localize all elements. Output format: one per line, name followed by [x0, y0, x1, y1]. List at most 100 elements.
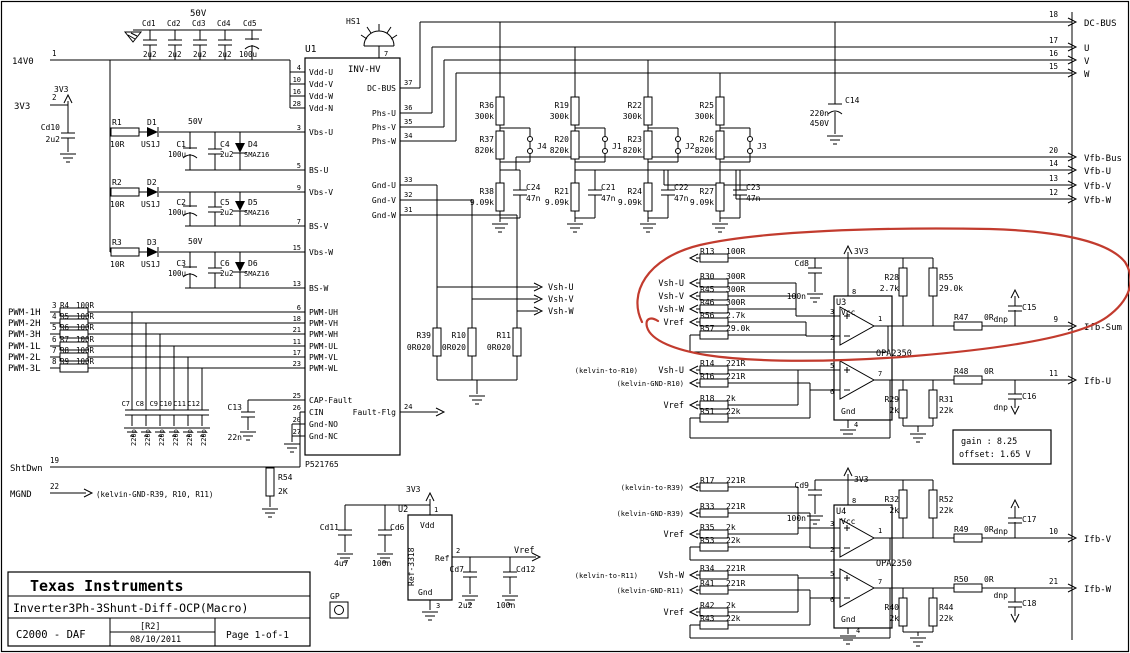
schematic-text: 100R: [76, 323, 95, 332]
cap-v-symbol: [512, 189, 528, 196]
schematic-text: R47: [954, 313, 969, 322]
schematic-text: 820k: [475, 146, 494, 155]
pin: 13: [1049, 174, 1058, 183]
pin: 33: [404, 176, 412, 184]
cap-v-symbol: [180, 409, 196, 416]
pin: 2: [456, 547, 460, 555]
schematic-text: Cd2: [167, 19, 181, 28]
schematic-text: DC-BUS: [367, 84, 396, 93]
res-v-symbol: [643, 130, 653, 160]
schematic-text: PWM-UL: [309, 342, 338, 351]
net-label: 3V3: [854, 247, 869, 256]
schematic-text: US1J: [141, 260, 160, 269]
schematic-text: R53: [700, 536, 715, 545]
schematic-text: R17: [700, 476, 715, 485]
pin: 26: [293, 404, 301, 412]
gnd-symbol: [839, 635, 857, 645]
schematic-text: P521765: [305, 460, 339, 469]
jmp-symbol: [675, 136, 681, 154]
net-label: Vref: [664, 530, 684, 540]
cap-v-symbol: [807, 489, 823, 496]
schematic-text: 22k: [726, 407, 741, 416]
schematic-text: Vbs-V: [309, 188, 333, 197]
net-label: ShtDwn: [10, 464, 43, 474]
refdes: GP: [330, 592, 340, 601]
schematic-text: R5: [60, 312, 69, 321]
schematic-text: C1: [176, 140, 186, 149]
schematic-text: Cd11: [320, 523, 339, 532]
gain-note: gain : 8.25: [961, 437, 1017, 447]
cap-v-symbol: [462, 571, 478, 578]
schematic-text: 820k: [550, 146, 569, 155]
pin: 3: [436, 602, 440, 610]
res-v-symbol: [898, 389, 908, 419]
schematic-text: Vdd-N: [309, 104, 333, 113]
title-block-border: [7, 571, 311, 647]
net-label: Vref: [514, 546, 534, 556]
schematic-text: R52: [939, 495, 954, 504]
res-h-symbol: [953, 321, 983, 331]
schematic-text: 9.09k: [470, 198, 494, 207]
net-label: Vsh-U: [548, 283, 574, 293]
schematic-text: R39: [417, 331, 432, 340]
cap-v-symbol: [194, 409, 210, 416]
refdes: HS1: [346, 17, 361, 26]
schematic-text: C6: [220, 259, 230, 268]
gnd-tri-symbol: [124, 31, 142, 43]
schematic-text: C22: [674, 183, 689, 192]
schematic-text: R30: [700, 272, 715, 281]
schematic-text: C18: [1022, 599, 1037, 608]
schematic-text: 0R020: [487, 343, 511, 352]
cap-v-symbol: [1007, 601, 1023, 608]
net-label: PWM-1H: [8, 308, 41, 318]
schematic-text: R41: [700, 579, 715, 588]
schematic-text: Gnd-NO: [309, 420, 338, 429]
net-label: PWM-2H: [8, 319, 41, 329]
schematic-text: R22: [628, 101, 643, 110]
schematic-text: 220p: [130, 429, 138, 446]
schematic-text: 300k: [695, 112, 714, 121]
net-label: Vsh-V: [548, 295, 574, 305]
schematic-text: Cd3: [192, 19, 206, 28]
schematic-text: (kelvin-to-R10): [575, 367, 638, 375]
net-label: DC-BUS: [1084, 19, 1117, 29]
schematic-text: BS-W: [309, 284, 328, 293]
cap-v-symbol: [587, 189, 603, 196]
res-v-symbol: [570, 130, 580, 160]
schematic-text: CIN: [309, 408, 324, 417]
schematic-text: BS-V: [309, 222, 328, 231]
schematic-text: C8: [136, 400, 144, 408]
schematic-text: Gnd: [841, 407, 856, 416]
schematic-text: C14: [845, 96, 860, 105]
net-label: Vref: [664, 318, 684, 328]
gnd-symbol: [283, 443, 301, 453]
schematic-text: 10R: [110, 200, 125, 209]
cap-v-symbol: [192, 39, 208, 46]
schematic-text: 300R: [726, 298, 745, 307]
schematic-text: R45: [700, 285, 715, 294]
schematic-text: PWM-WL: [309, 364, 338, 373]
net-label: Vsh-W: [658, 571, 684, 581]
schematic-text: R46: [700, 298, 715, 307]
schematic-text: R11: [497, 331, 512, 340]
schematic-text: R50: [954, 575, 969, 584]
pin: 1: [878, 527, 882, 535]
pin: 17: [293, 349, 301, 357]
schematic-text: R4: [60, 301, 70, 310]
gnd-symbol: [909, 433, 927, 443]
schematic-text: C10: [159, 400, 172, 408]
pin: 19: [50, 456, 59, 465]
schematic-text: 100R: [76, 312, 95, 321]
res-h-symbol: [110, 247, 140, 257]
schematic-text: R14: [700, 359, 715, 368]
res-v-symbol: [715, 130, 725, 160]
pin: 1: [878, 315, 882, 323]
schematic-text: 4u7: [334, 559, 349, 568]
res-v-symbol: [495, 182, 505, 212]
schematic-text: INV-HV: [348, 65, 381, 75]
schematic-text: PWM-UH: [309, 308, 338, 317]
schematic-text: 221R: [726, 372, 745, 381]
res-v-symbol: [467, 327, 477, 357]
net-label: U: [1084, 44, 1089, 54]
